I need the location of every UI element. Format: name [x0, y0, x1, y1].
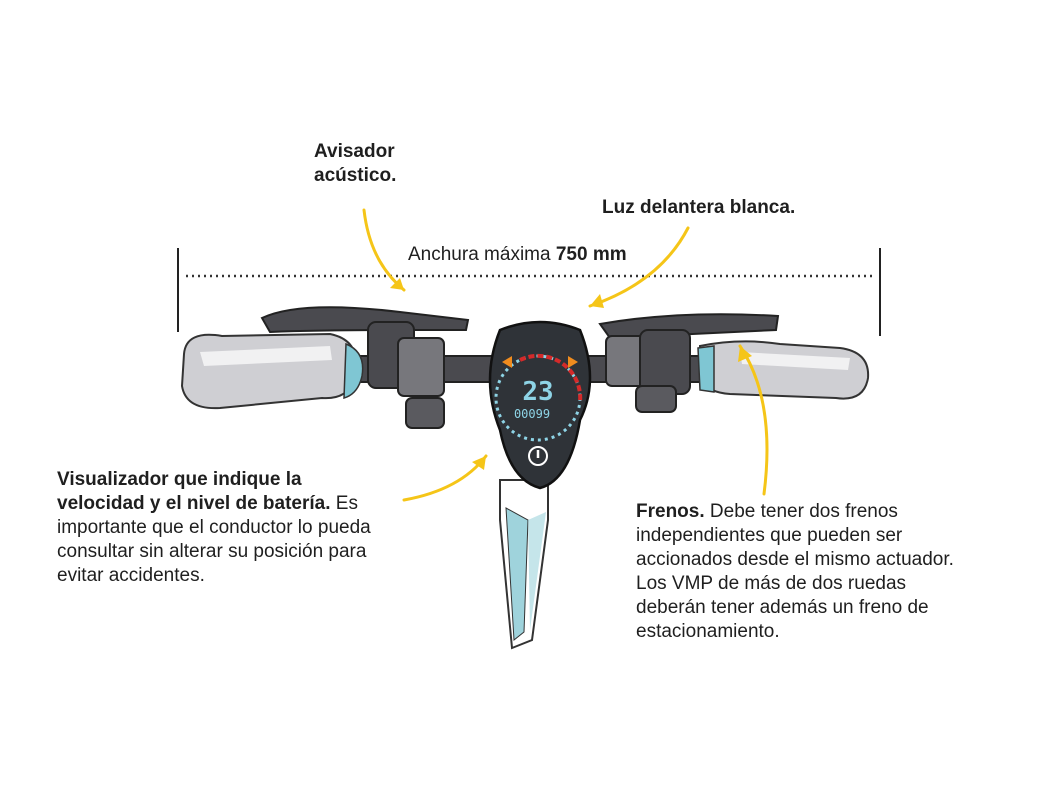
right-grip-highlight	[740, 352, 850, 370]
brakes-label-body: Debe tener dos frenos independientes que…	[636, 501, 954, 642]
speed-readout: 23	[522, 377, 553, 407]
brake-arrowhead	[738, 346, 752, 362]
front-light-label-title: Luz delantera blanca.	[602, 197, 796, 218]
light-arrowhead	[590, 294, 604, 308]
width-label-prefix: Anchura máxima	[408, 244, 551, 265]
display-label: Visualizador que indique la velocidad y …	[57, 468, 387, 588]
right-brake-housing	[639, 329, 691, 395]
odometer-readout: 00099	[514, 407, 550, 421]
left-grip	[180, 332, 358, 410]
brake-arrow	[738, 344, 769, 496]
display-label-title: Visualizador que indique la velocidad y …	[57, 469, 331, 514]
front-light-label: Luz delantera blanca.	[602, 196, 862, 220]
brakes-label-title: Frenos.	[636, 501, 705, 522]
horn-label: Avisador acústico.	[314, 140, 454, 188]
horn-arrow	[362, 208, 406, 292]
brakes-label: Frenos. Debe tener dos frenos independie…	[636, 500, 981, 644]
left-grip-ring	[343, 342, 364, 400]
speed-gauge	[519, 353, 583, 403]
left-grip-highlight	[200, 346, 332, 366]
horn-arrowhead	[390, 278, 404, 290]
right-turn-indicator	[568, 356, 578, 368]
width-label: Anchura máxima 750 mm	[408, 243, 627, 267]
right-grip	[699, 340, 870, 400]
stem-accent	[505, 507, 529, 641]
horn-button-housing	[397, 337, 445, 397]
light-arrow	[588, 226, 690, 308]
horn-label-title: Avisador acústico.	[314, 141, 397, 186]
left-brake-lever	[260, 306, 470, 334]
power-icon	[528, 446, 548, 466]
display-arrowhead	[472, 456, 486, 470]
left-turn-indicator	[502, 356, 512, 368]
right-thumb-control	[635, 385, 677, 413]
left-throttle	[405, 397, 445, 429]
stem-accent-2	[528, 512, 546, 630]
display-label-body: Es importante que el conductor lo pueda …	[57, 493, 371, 586]
right-grip-ring	[697, 345, 715, 393]
width-label-value: 750 mm	[555, 244, 627, 265]
